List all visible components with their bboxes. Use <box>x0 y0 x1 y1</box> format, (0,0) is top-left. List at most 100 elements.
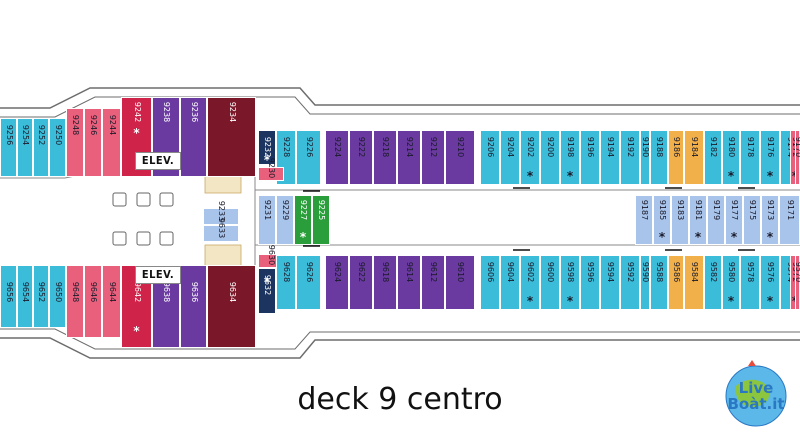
cabin-number: 9183 <box>676 199 685 221</box>
cabin-9250: 9250 <box>49 118 66 177</box>
cabin-9656: 9656 <box>0 265 17 328</box>
cabin-number: 9570 <box>793 261 800 283</box>
cabin-9626: 9626 <box>296 255 321 310</box>
cabin-9610: 9610 <box>445 255 475 310</box>
cabin-9636: 9636 <box>180 265 207 348</box>
cabin-number: 9642 <box>132 281 142 303</box>
cabin-number: 9576 <box>766 261 775 283</box>
cabin-9184: 9184 <box>684 130 704 185</box>
accessible-cabin-marker: * <box>526 169 534 183</box>
cabin-number: 9226 <box>304 136 314 158</box>
accessible-cabin-marker: * <box>133 324 140 338</box>
cabin-9210: 9210 <box>445 130 475 185</box>
cabin-number: 9646 <box>89 281 98 303</box>
cabin-9624: 9624 <box>325 255 349 310</box>
cabin-number: 9175 <box>748 199 757 221</box>
cabin-9634: 9634 <box>207 265 256 348</box>
cabin-number: 9179 <box>712 199 721 221</box>
cabin-9180: 9180 * <box>722 130 740 185</box>
cabin-number: 9250 <box>53 124 63 146</box>
hull-outer-line-bottom <box>0 337 800 359</box>
cabin-9646: 9646 <box>84 265 102 338</box>
cabin-number: 9254 <box>21 124 30 146</box>
accessible-cabin-marker: * <box>263 153 271 167</box>
cabin-number: 9610 <box>456 261 465 283</box>
cabin-9229: 9229 <box>276 195 294 245</box>
cabin-9614: 9614 <box>397 255 421 310</box>
cabin-9181: 9181* <box>689 195 707 245</box>
cabin-number: 9198 <box>566 136 575 158</box>
cabin-number: 9236 <box>189 101 199 123</box>
cabin-number: 9588 <box>655 261 664 283</box>
accessible-cabin-marker: * <box>299 230 307 244</box>
cabin-number: 9586 <box>672 261 681 283</box>
cabin-number: 9218 <box>381 136 390 158</box>
cabin-9236: 9236 <box>180 97 207 177</box>
cabin-9222: 9222 <box>349 130 373 185</box>
cabin-9233: 9233 <box>203 201 239 225</box>
cabin-number: 9634 <box>227 281 237 303</box>
cabin-number: 9190 <box>641 136 650 158</box>
cabin-9612: 9612 <box>421 255 445 310</box>
cabin-9600: 9600 <box>540 255 560 310</box>
cabin-number: 9598 <box>566 261 575 283</box>
cabin-9632: 9632* <box>258 268 276 314</box>
cabin-number: 9173 <box>766 199 775 221</box>
cabin-9192: 9192 <box>620 130 640 185</box>
accessible-cabin-marker: * <box>766 169 774 183</box>
cabin-number: 9622 <box>357 261 366 283</box>
cabin-9231: 9231 <box>258 195 276 245</box>
cabin-number: 9180 <box>727 136 736 158</box>
cabin-number: 9656 <box>4 281 14 303</box>
cabin-number: 9584 <box>690 261 699 283</box>
cabin-9170: 9170 <box>794 130 800 185</box>
cabin-9179: 9179 <box>707 195 725 245</box>
cabin-9586: 9586 <box>668 255 684 310</box>
cabin-9584: 9584 <box>684 255 704 310</box>
cabin-9602: 9602* <box>520 255 540 310</box>
cabin-9244: 9244 <box>102 108 121 177</box>
cabin-9173: 9173 * <box>761 195 779 245</box>
cabin-number: 9600 <box>546 261 555 283</box>
cabin-number: 9638 <box>162 281 171 303</box>
cabin-9604: 9604 <box>500 255 520 310</box>
cabin-number: 9176 <box>766 136 775 158</box>
cabin-9224: 9224 <box>325 130 349 185</box>
cabin-number: 9182 <box>709 136 718 158</box>
cabin-number: 9188 <box>655 136 664 158</box>
accessible-cabin-marker: * <box>730 230 738 244</box>
cabin-number: 9630 <box>267 244 276 266</box>
elevator-label-bottom: ELEV. <box>135 266 181 284</box>
cabin-number: 9614 <box>405 261 414 283</box>
cabin-9622: 9622 <box>349 255 373 310</box>
cabin-9230: 9230 <box>258 158 284 181</box>
elevator-cars <box>112 192 174 246</box>
cabin-number: 9242 <box>132 101 142 123</box>
cabin-9185: 9185* <box>653 195 671 245</box>
cabin-number: 9184 <box>690 136 699 158</box>
cabin-number: 9618 <box>381 261 390 283</box>
cabin-number: 9171 <box>785 199 795 221</box>
accessible-cabin-marker: * <box>727 294 735 308</box>
cabin-9648: 9648 <box>66 265 84 338</box>
liveboat-logo: Live Boàt.it <box>718 358 794 430</box>
cabin-number: 9594 <box>606 261 615 283</box>
accessible-cabin-marker: * <box>694 230 702 244</box>
cabin-number: 9644 <box>107 281 117 303</box>
cabin-9594: 9594 <box>600 255 620 310</box>
elevator-label-top: ELEV. <box>135 152 181 170</box>
cabin-9227: 9227* <box>294 195 312 245</box>
deck-caption: deck 9 centro <box>297 382 503 417</box>
cabin-9252: 9252 <box>33 118 49 177</box>
cabin-number: 9214 <box>405 136 414 158</box>
cabin-9212: 9212 <box>421 130 445 185</box>
accessible-cabin-marker: * <box>566 294 574 308</box>
cabin-9194: 9194 <box>600 130 620 185</box>
cabin-number: 9633 <box>217 217 226 239</box>
accessible-cabin-marker: * <box>766 230 774 244</box>
cabin-number: 9244 <box>107 114 117 136</box>
accessible-cabin-marker: * <box>727 169 735 183</box>
cabin-9628: 9628 <box>276 255 296 310</box>
cabin-number: 9224 <box>333 136 342 158</box>
